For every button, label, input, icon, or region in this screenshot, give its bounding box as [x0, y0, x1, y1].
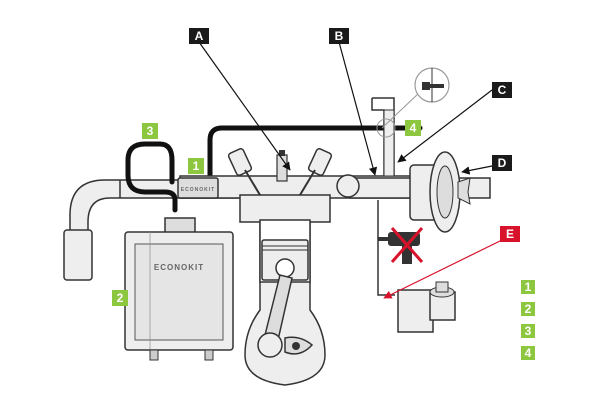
label-e: E: [500, 226, 520, 242]
prohibited-drill-icon: [378, 227, 424, 264]
pointer-b: [338, 41, 378, 176]
number-2-text: 2: [117, 291, 124, 305]
vacuum-hose-top: [207, 125, 423, 178]
econokit-control-module: ECONOKIT: [124, 217, 234, 361]
legend-item: 3: [521, 324, 535, 338]
air-filter-housing: [409, 151, 471, 233]
label-b-text: B: [335, 29, 344, 43]
label-d-text: D: [498, 156, 507, 170]
label-d: D: [492, 155, 512, 171]
legend-item-label: 2: [525, 302, 532, 316]
number-label-2: 2: [112, 290, 128, 306]
legend-item: 2: [521, 302, 535, 316]
number-label-3: 3: [142, 123, 158, 139]
vacuum-hose-loop: [125, 141, 178, 213]
pointer-e: [383, 239, 503, 299]
label-a: A: [189, 28, 209, 44]
sensor-brand-text: ECONOKIT: [181, 187, 215, 193]
sensor-unit: ECONOKIT: [177, 177, 219, 199]
number-label-4: 4: [405, 120, 421, 136]
number-4-text: 4: [410, 121, 417, 135]
number-3-text: 3: [147, 124, 154, 138]
legend-item: 1: [521, 280, 535, 294]
label-c: C: [492, 82, 512, 98]
number-label-1: 1: [188, 158, 204, 174]
pointer-a: [198, 41, 291, 171]
label-a-text: A: [195, 29, 204, 43]
lower-right-component: [397, 281, 456, 333]
pointer-d: [461, 165, 493, 175]
module-brand-text: ECONOKIT: [154, 263, 204, 272]
legend-item: 4: [521, 346, 535, 360]
number-1-text: 1: [193, 159, 200, 173]
legend-item-label: 4: [525, 346, 532, 360]
label-e-text: E: [506, 227, 514, 241]
intake-valve: [227, 147, 261, 196]
exhaust-valve: [299, 147, 333, 196]
legend-item-label: 3: [525, 324, 532, 338]
legend-item-label: 1: [525, 280, 532, 294]
prohibited-icon: [390, 227, 424, 263]
drill-icon: [378, 232, 420, 264]
engine-block: [227, 147, 333, 386]
magnifier-detail-icon: [376, 67, 450, 138]
label-b: B: [329, 28, 349, 44]
pointer-c: [397, 89, 493, 163]
legend: 1 2 3 4: [521, 280, 535, 360]
label-c-text: C: [498, 83, 507, 97]
